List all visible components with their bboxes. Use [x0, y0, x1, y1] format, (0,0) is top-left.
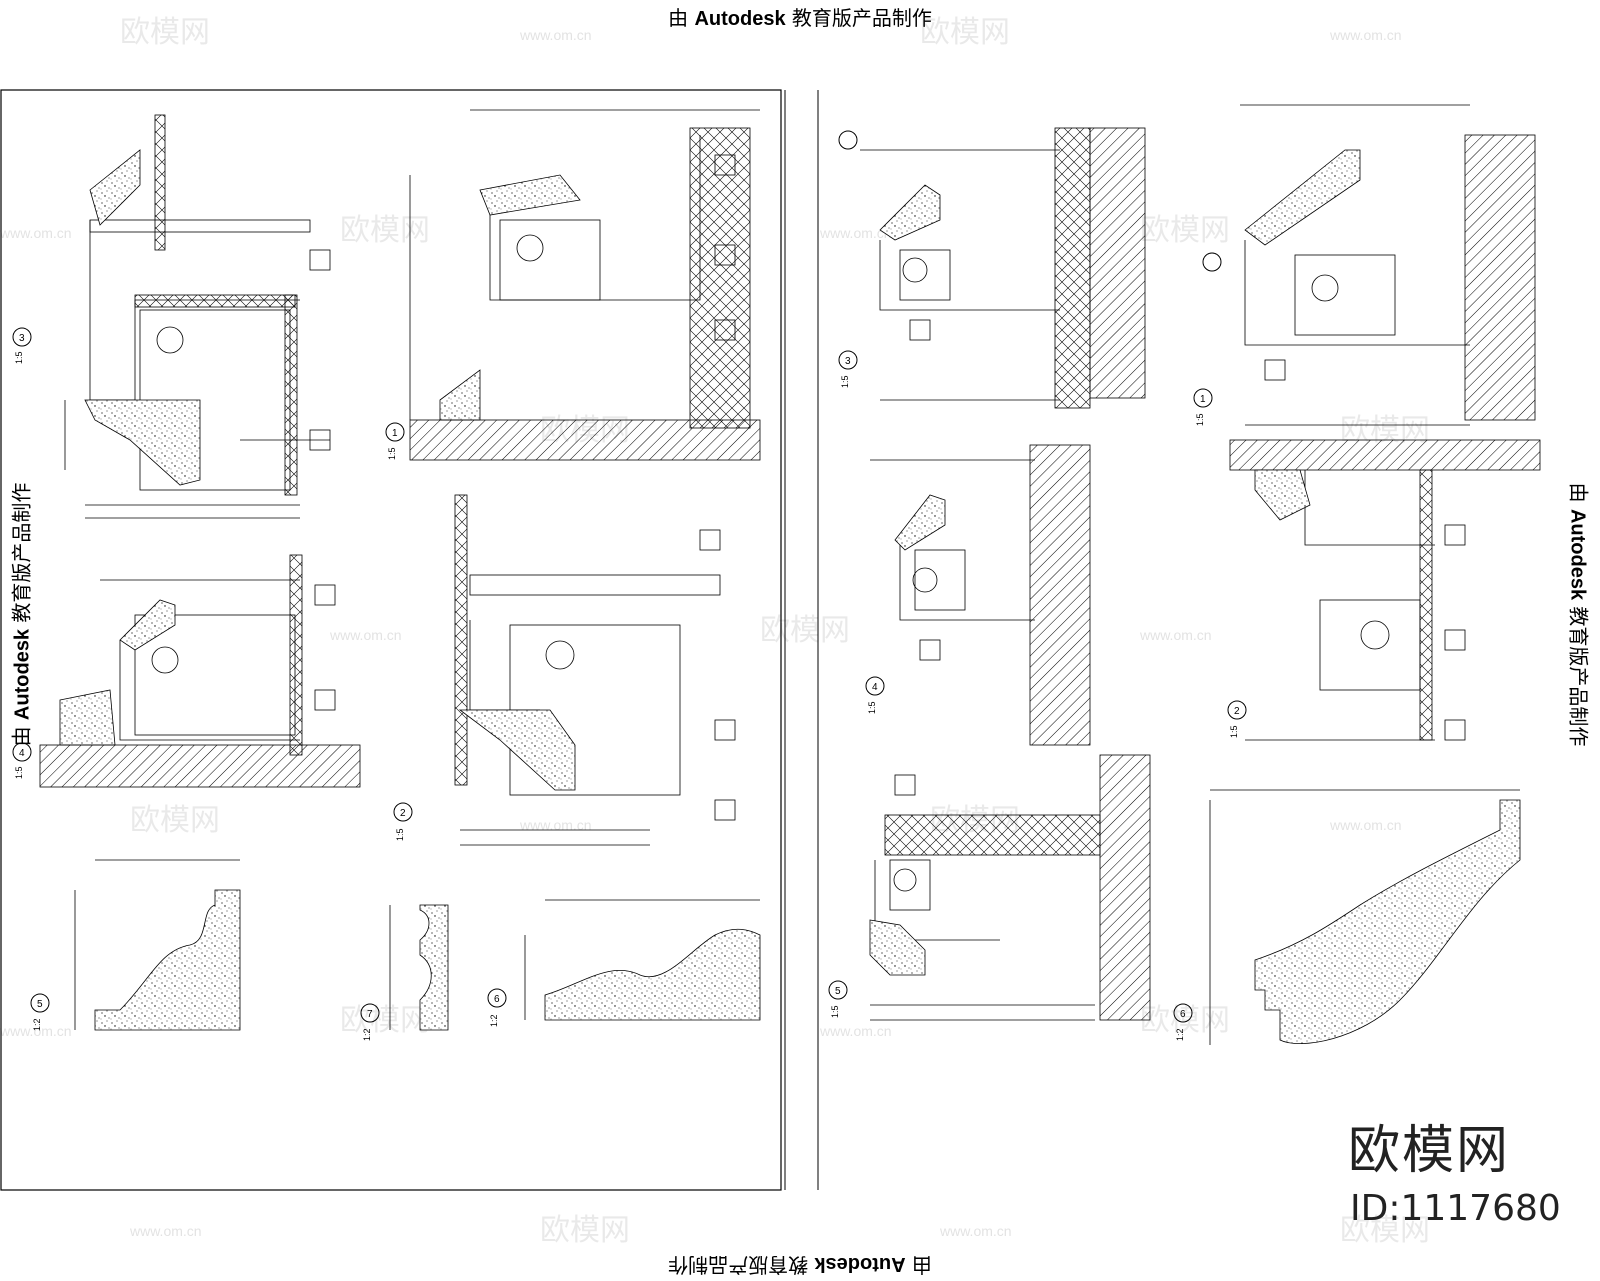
svg-text:4: 4: [19, 748, 25, 759]
edu-stamp-top: 由 Autodesk 教育版产品制作: [668, 6, 932, 30]
detail-3-left: [64, 114, 331, 519]
svg-text:4: 4: [872, 682, 878, 693]
detail-tag-4-right: 4 1:5: [865, 676, 885, 714]
svg-text:3: 3: [845, 356, 851, 367]
svg-text:1:2: 1:2: [362, 1028, 372, 1041]
detail-5-profile-left: [74, 859, 241, 1031]
svg-text:2: 2: [1234, 706, 1240, 717]
detail-6-profile-left: [524, 899, 761, 1021]
watermark-logo-text: 欧模网: [120, 15, 210, 50]
detail-6-profile-right: [1209, 789, 1521, 1045]
detail-3-right: [860, 127, 1146, 409]
svg-text:1:2: 1:2: [489, 1014, 499, 1027]
watermark-site: www.om.cn: [329, 627, 402, 643]
watermark-logo-text: 欧模网: [1340, 1213, 1430, 1248]
watermark-logo-text: 欧模网: [760, 613, 850, 648]
watermark-logo-text: 欧模网: [130, 803, 220, 838]
detail-tag-5-left: 5 1:2: [30, 993, 50, 1031]
svg-text:1:2: 1:2: [1175, 1028, 1185, 1041]
svg-text:3: 3: [19, 333, 25, 344]
svg-text:1:5: 1:5: [830, 1005, 840, 1018]
svg-text:5: 5: [37, 999, 43, 1010]
detail-4-left: [39, 554, 361, 788]
detail-1-right: [1240, 104, 1536, 426]
detail-7-profile-left: [389, 904, 449, 1031]
watermark-site: www.om.cn: [519, 27, 592, 43]
detail-tag-2-left: 2 1:5: [393, 802, 413, 841]
watermark-site: www.om.cn: [1139, 627, 1212, 643]
svg-text:1:5: 1:5: [14, 766, 24, 779]
detail-tag-6-left: 6 1:2: [487, 988, 507, 1027]
svg-text:2: 2: [400, 808, 406, 819]
detail-tag-2-right: 2 1:5: [1227, 700, 1247, 738]
detail-tag-7-left: 7 1:2: [360, 1003, 380, 1041]
watermark-logo-text: 欧模网: [340, 213, 430, 248]
detail-tag-4-left: 4 1:5: [12, 742, 32, 779]
watermark-site: www.om.cn: [819, 225, 892, 241]
watermark-site: www.om.cn: [939, 1223, 1012, 1239]
detail-2-right: [1229, 439, 1541, 741]
svg-text:1:5: 1:5: [867, 701, 877, 714]
svg-text:1:5: 1:5: [840, 375, 850, 388]
watermark-logo-text: 欧模网: [540, 1213, 630, 1248]
detail-tag-3-left: 3 1:5: [12, 327, 32, 364]
detail-tag-3-right: 3 1:5: [838, 130, 858, 388]
watermark-site: www.om.cn: [519, 817, 592, 833]
svg-text:1:5: 1:5: [14, 351, 24, 364]
watermark-site: www.om.cn: [129, 1223, 202, 1239]
detail-1-left: [409, 109, 761, 461]
watermark-id-label: ID:1117680: [1350, 1188, 1561, 1229]
watermark-logos: 欧模网 欧模网 欧模网 欧模网 欧模网 欧模网 欧模网 欧模网 欧模网 欧模网 …: [120, 15, 1430, 1248]
watermark-logo-text: 欧模网: [920, 15, 1010, 50]
watermark-sites: www.om.cn www.om.cn www.om.cn www.om.cn …: [0, 27, 1402, 1239]
watermark-logo-text: 欧模网: [340, 1003, 430, 1038]
watermark-site: www.om.cn: [1329, 817, 1402, 833]
detail-tag-1-left: 1 1:5: [385, 422, 405, 460]
detail-5-right: [869, 754, 1151, 1021]
watermark-brand-logo: 欧模网: [1348, 1121, 1511, 1181]
detail-tag-1-right: 1 1:5: [1193, 252, 1222, 426]
svg-text:1:5: 1:5: [395, 828, 405, 841]
watermark-site: www.om.cn: [0, 1023, 72, 1039]
watermark-site: www.om.cn: [819, 1023, 892, 1039]
detail-tag-5-right: 5 1:5: [828, 980, 848, 1018]
svg-text:1:5: 1:5: [1195, 413, 1205, 426]
watermark-logo-text: 欧模网: [1140, 1003, 1230, 1038]
svg-text:1:5: 1:5: [387, 447, 397, 460]
svg-text:1: 1: [1200, 394, 1206, 405]
watermark-logo-text: 欧模网: [1140, 213, 1230, 248]
watermark-site: www.om.cn: [0, 225, 72, 241]
svg-text:6: 6: [494, 994, 500, 1005]
watermark-site: www.om.cn: [1329, 27, 1402, 43]
detail-2-left: [454, 494, 736, 846]
sheet-borders: [0, 89, 819, 1191]
svg-text:7: 7: [367, 1009, 373, 1020]
svg-text:1:5: 1:5: [1229, 725, 1239, 738]
svg-text:5: 5: [835, 986, 841, 997]
svg-text:6: 6: [1180, 1009, 1186, 1020]
svg-text:1: 1: [392, 428, 398, 439]
detail-4-right: [870, 444, 1091, 746]
detail-tag-6-right: 6 1:2: [1173, 1003, 1193, 1041]
svg-text:1:2: 1:2: [32, 1018, 42, 1031]
